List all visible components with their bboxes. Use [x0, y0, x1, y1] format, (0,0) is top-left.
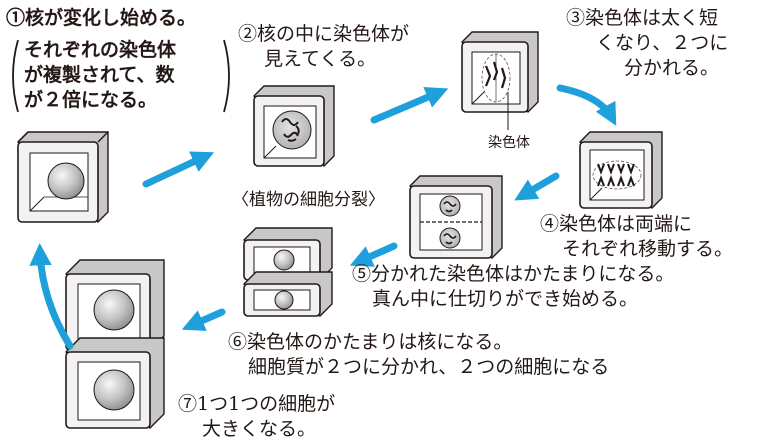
- arrow-6-to-7: [181, 308, 226, 331]
- diagram-title: 〈植物の細胞分裂〉: [232, 190, 385, 210]
- cell-stage-1: [17, 131, 109, 223]
- step-2-label: ②核の中に染色体が 見えてくる。: [238, 23, 410, 70]
- cell-stage-6: [242, 227, 333, 317]
- cell-stage-5: [408, 175, 503, 259]
- cell-stage-2: [253, 85, 335, 167]
- chromosome-label: 染色体: [488, 135, 530, 151]
- step-6-label: ⑥染色体のかたまりは核になる。 細胞質が２つに分かれ、２つの細胞になる: [228, 331, 610, 378]
- arrow-1-to-2: [142, 151, 215, 188]
- step-4-label: ④染色体は両端に それぞれ移動する。: [540, 213, 734, 260]
- step-7-label: ⑦1つ1つの細胞が 大きくなる。: [178, 393, 336, 440]
- nucleus-with-chromosomes: [272, 110, 312, 150]
- note-parentheses: [12, 39, 230, 113]
- arrow-7-to-1: [29, 243, 74, 350]
- cell-stage-7: [64, 259, 165, 429]
- arrow-4-to-5: [514, 172, 560, 201]
- step-3-label: ③染色体は太く短 くなり、２つに 分かれる。: [566, 7, 729, 79]
- step-1-label: ①核が変化し始める。: [6, 7, 197, 29]
- step-5-label: ⑤分かれた染色体はかたまりになる。 真ん中に仕切りができ始める。: [352, 263, 675, 310]
- nucleus: [47, 162, 85, 200]
- arrow-2-to-3: [370, 86, 449, 124]
- arrow-5-to-6: [349, 242, 398, 267]
- cell-stage-4: [578, 131, 663, 209]
- arrow-3-to-4: [556, 84, 617, 126]
- cell-stage-3: [461, 31, 539, 130]
- process-arrows: [29, 84, 617, 350]
- step-1-note: それぞれの染色体 が複製されて、数 が２倍になる。: [24, 39, 177, 111]
